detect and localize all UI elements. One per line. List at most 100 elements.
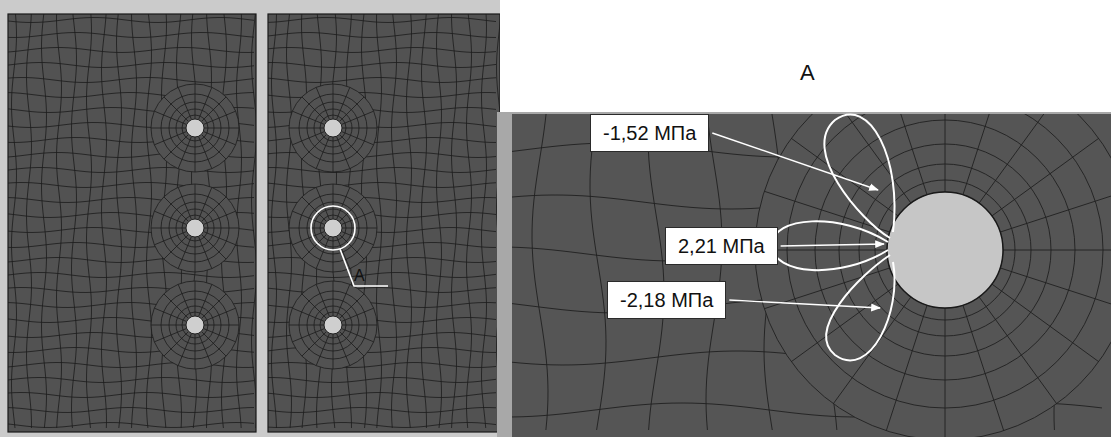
mesh-spoke <box>341 211 373 224</box>
hole-mesh <box>289 84 377 369</box>
stress-value: 2,21 МПа <box>678 234 765 258</box>
mesh-line <box>8 288 254 293</box>
mesh-line <box>268 303 496 308</box>
mesh-spoke <box>198 87 211 119</box>
mesh-line <box>268 123 496 128</box>
mesh-spoke <box>195 334 196 369</box>
view-label: A <box>354 268 365 284</box>
mesh-line <box>268 18 496 23</box>
mesh-line <box>268 63 496 68</box>
stress-value-box: -2,18 МПа <box>607 281 726 319</box>
mesh-spoke <box>289 325 324 326</box>
mesh-spoke <box>316 333 329 365</box>
mesh-spoke <box>198 333 211 365</box>
mesh-spoke <box>203 328 235 341</box>
mesh-line <box>392 14 397 428</box>
mesh-spoke <box>316 187 329 219</box>
mesh-spoke <box>945 308 946 437</box>
mesh-spoke <box>341 308 373 321</box>
mesh-spoke <box>201 97 226 122</box>
mesh-line <box>8 18 254 23</box>
mesh-spoke <box>302 97 327 122</box>
pointer-arrow <box>729 300 880 308</box>
mesh-grid <box>268 14 500 428</box>
mesh-line <box>42 14 47 428</box>
mesh-spoke <box>979 114 1057 203</box>
mesh-spoke <box>886 305 927 431</box>
mesh-line <box>8 108 254 113</box>
mesh-ring <box>151 184 239 272</box>
mesh-line <box>268 348 496 353</box>
hole-mesh <box>151 84 239 369</box>
mesh-line <box>648 114 664 430</box>
mesh-spoke <box>945 114 946 192</box>
mesh-line <box>8 33 254 38</box>
mesh-spoke <box>164 134 189 159</box>
mesh-spoke <box>204 128 239 129</box>
mesh-spoke <box>204 228 239 229</box>
mesh-line <box>8 63 254 68</box>
mesh-line <box>8 378 254 383</box>
mesh-line <box>590 114 606 430</box>
mesh-line <box>482 14 487 428</box>
mesh-line <box>422 14 427 428</box>
mesh-spoke <box>316 87 329 119</box>
mesh-line <box>72 14 77 428</box>
mesh-ring <box>755 114 1111 437</box>
stress-lobe <box>824 115 894 238</box>
mesh-spoke <box>336 87 349 119</box>
mesh-line <box>8 333 254 338</box>
mesh-spoke <box>1003 250 1111 251</box>
bolt-hole <box>186 219 204 237</box>
mesh-spoke <box>178 236 191 268</box>
mesh-spoke <box>333 237 334 272</box>
stress-lobe <box>772 221 888 270</box>
mesh-ring <box>151 281 239 369</box>
mesh-line <box>268 408 496 413</box>
mesh-spoke <box>198 136 211 168</box>
mesh-spoke <box>178 87 191 119</box>
mesh-ring <box>887 192 1003 308</box>
mesh-line <box>8 273 254 278</box>
mesh-grid <box>8 14 256 428</box>
mesh-line <box>407 14 412 428</box>
mesh-spoke <box>201 294 226 319</box>
zoom-edge-strip <box>497 112 1111 437</box>
mesh-ring <box>289 184 377 272</box>
mesh-spoke <box>164 97 189 122</box>
mesh-line <box>268 33 496 38</box>
mesh-spoke <box>151 325 186 326</box>
mesh-line <box>8 48 254 53</box>
mesh-spoke <box>336 333 349 365</box>
mesh-line <box>532 114 548 430</box>
mesh-line <box>268 48 496 53</box>
mesh-spoke <box>178 284 191 316</box>
mesh-line <box>8 348 254 353</box>
mesh-line <box>268 423 496 428</box>
mesh-line <box>8 408 254 413</box>
mesh-line <box>8 228 254 233</box>
mesh-line <box>268 393 496 398</box>
mesh-line <box>437 14 442 428</box>
plate <box>8 14 256 432</box>
mesh-line <box>8 78 254 83</box>
mesh-line <box>764 114 780 430</box>
mesh-spoke <box>154 211 186 224</box>
mesh-line <box>8 243 254 248</box>
mesh-spoke <box>333 281 334 316</box>
mesh-spoke <box>341 328 373 341</box>
mesh-spoke <box>154 131 186 144</box>
bolt-hole <box>324 316 342 334</box>
mesh-spoke <box>195 84 196 119</box>
mesh-line <box>512 351 1102 365</box>
mesh-ring <box>151 84 239 172</box>
view-label: A <box>800 62 815 84</box>
mesh-spoke <box>203 308 235 321</box>
mesh-spoke <box>963 305 1004 431</box>
mesh-spoke <box>154 231 186 244</box>
mesh-spoke <box>292 308 324 321</box>
mesh-line <box>302 14 307 428</box>
mesh-line <box>8 423 254 428</box>
mesh-line <box>8 168 254 173</box>
